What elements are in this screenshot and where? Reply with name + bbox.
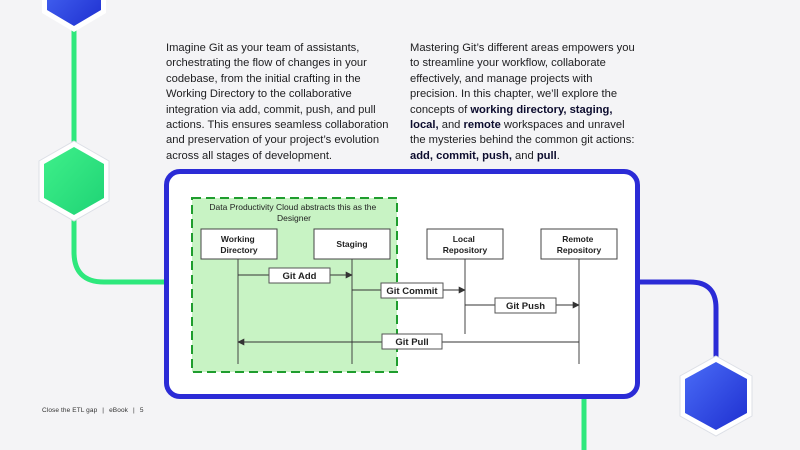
git-diagram-card: Data Productivity Cloud abstracts this a… — [164, 169, 640, 399]
node-working-directory: Working Directory — [200, 228, 278, 260]
page-footer: Close the ETL gap | eBook | 5 — [42, 407, 144, 414]
key-term: working directory, staging, local, — [410, 103, 613, 132]
action-git-pull: Git Pull — [381, 333, 443, 350]
key-term: remote — [463, 119, 501, 132]
page-number: 5 — [139, 407, 144, 414]
hexagon-icon — [679, 355, 753, 437]
git-workflow-diagram: Data Productivity Cloud abstracts this a… — [191, 197, 618, 373]
key-term: pull — [536, 149, 557, 162]
footer-separator: | — [133, 407, 135, 414]
svg-text:Git Push: Git Push — [506, 301, 545, 312]
designer-group — [191, 197, 398, 373]
footer-type: eBook — [109, 407, 129, 414]
text-run: workspaces and unravel the mysteries beh… — [410, 119, 635, 147]
connector-line — [630, 279, 719, 360]
node-remote-repository: Remote Repository — [540, 228, 618, 260]
action-git-add: Git Add — [268, 267, 331, 284]
svg-text:Working Directory: Working Directory — [220, 234, 258, 255]
text-run: and — [511, 149, 537, 162]
svg-text:Git Pull: Git Pull — [395, 337, 428, 348]
text-run: . — [556, 149, 560, 162]
designer-group-label: Data Productivity Cloud abstracts this a… — [209, 202, 378, 223]
intro-paragraph-left: Imagine Git as your team of assistants, … — [166, 42, 389, 162]
connector-line — [71, 215, 170, 285]
action-git-push: Git Push — [494, 297, 557, 314]
text-run: and — [438, 119, 464, 132]
svg-text:Remote Repository: Remote Repository — [557, 234, 602, 255]
node-local-repository: Local Repository — [426, 228, 504, 260]
svg-text:Staging: Staging — [336, 239, 367, 249]
hexagon-icon — [38, 140, 110, 222]
action-git-commit: Git Commit — [380, 282, 444, 299]
svg-text:Git Add: Git Add — [283, 271, 317, 282]
svg-text:Local Repository: Local Repository — [443, 234, 488, 255]
footer-separator: | — [102, 407, 105, 414]
footer-title: Close the ETL gap — [42, 407, 98, 414]
text-run: Mastering Git’s different areas empowers… — [410, 42, 635, 116]
svg-text:Git Commit: Git Commit — [386, 286, 438, 297]
hexagon-icon — [42, 0, 106, 32]
intro-paragraph-right: Mastering Git’s different areas empowers… — [410, 41, 635, 164]
node-staging: Staging — [313, 228, 391, 260]
key-term: add, commit, push, — [410, 149, 512, 162]
